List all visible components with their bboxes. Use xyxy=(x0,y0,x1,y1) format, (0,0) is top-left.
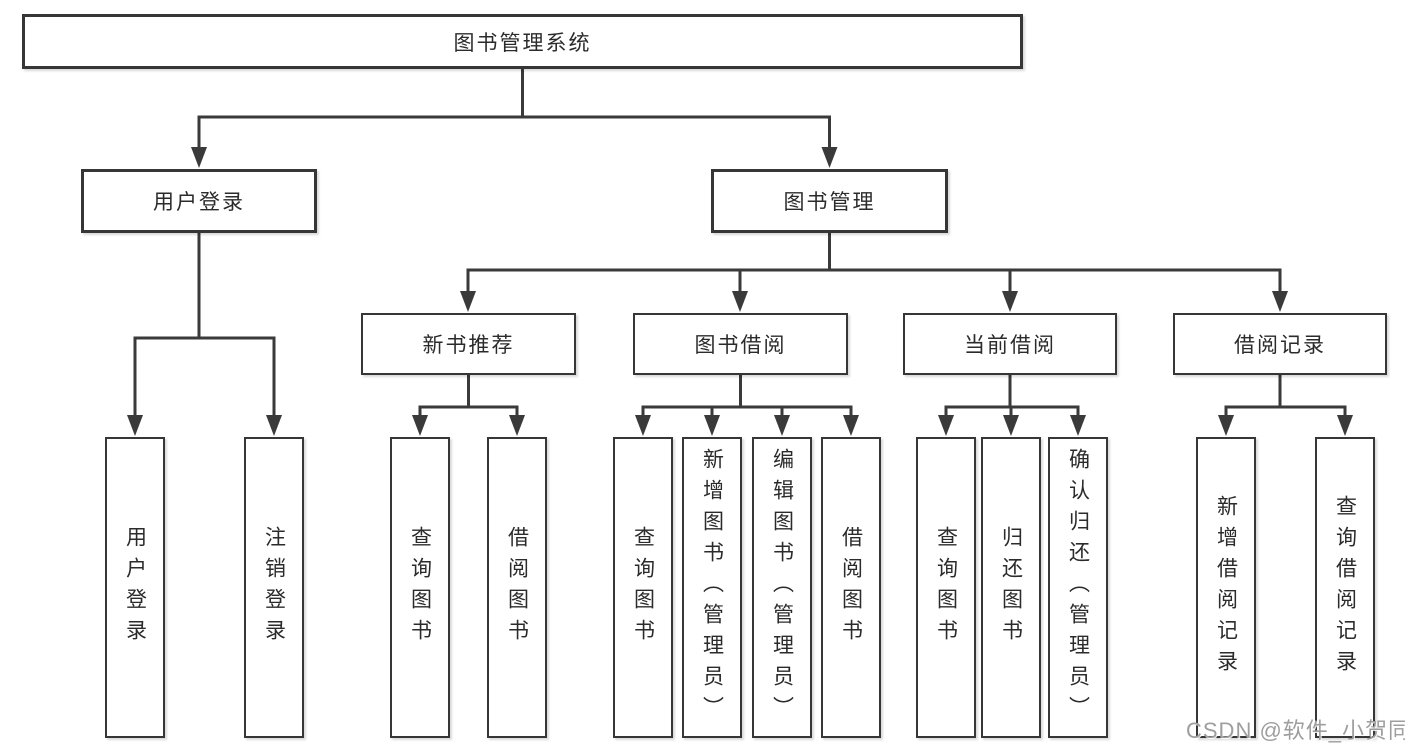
leaf-borrow-books-1: 借阅图书 xyxy=(487,437,547,738)
arrow-icon xyxy=(635,415,651,436)
arrow-icon xyxy=(704,415,720,436)
arrow-icon xyxy=(460,291,476,312)
arrow-icon xyxy=(1003,415,1019,436)
arrow-icon xyxy=(1002,291,1018,312)
leaf-borrow-books-1-label: 借阅图书 xyxy=(505,525,529,650)
wire-newbook-split xyxy=(418,375,519,422)
node-new-book-recommend: 新书推荐 xyxy=(361,313,576,375)
leaf-logout: 注销登录 xyxy=(244,437,304,738)
wire-userlogin-split xyxy=(133,336,276,421)
leaf-query-books-3-label: 查询图书 xyxy=(934,525,958,650)
leaf-add-book-admin-label: 新增图书（管理员） xyxy=(700,448,724,727)
leaf-query-borrow-record-label: 查询借阅记录 xyxy=(1333,494,1357,681)
node-root: 图书管理系统 xyxy=(22,14,1023,69)
node-current-borrow-label: 当前借阅 xyxy=(964,334,1056,357)
node-borrow-records: 借阅记录 xyxy=(1173,313,1387,375)
node-user-login-label: 用户登录 xyxy=(153,191,245,214)
node-book-borrow: 图书借阅 xyxy=(633,313,848,375)
wire-root-split xyxy=(197,115,831,152)
leaf-add-borrow-record-label: 新增借阅记录 xyxy=(1214,494,1238,681)
leaf-add-book-admin: 新增图书（管理员） xyxy=(682,437,742,738)
node-new-book-recommend-label: 新书推荐 xyxy=(422,334,515,357)
leaf-logout-label: 注销登录 xyxy=(262,525,286,650)
leaf-user-login: 用户登录 xyxy=(105,437,165,738)
leaf-edit-book-admin: 编辑图书（管理员） xyxy=(752,437,812,738)
wire-bookmgmt-split xyxy=(466,268,1282,297)
arrow-icon xyxy=(774,415,790,436)
arrow-icon xyxy=(509,415,525,436)
node-borrow-records-label: 借阅记录 xyxy=(1234,334,1326,357)
wire-records-split xyxy=(1224,375,1347,422)
leaf-confirm-return-admin: 确认归还（管理员） xyxy=(1048,437,1108,738)
arrow-icon xyxy=(938,415,954,436)
arrow-icon xyxy=(1272,291,1288,312)
leaf-add-borrow-record: 新增借阅记录 xyxy=(1196,437,1256,738)
arrow-icon xyxy=(127,415,143,436)
leaf-borrow-books-2: 借阅图书 xyxy=(821,437,881,738)
leaf-user-login-label: 用户登录 xyxy=(123,525,147,650)
node-book-management-label: 图书管理 xyxy=(783,191,876,214)
arrow-icon xyxy=(1218,415,1234,436)
arrow-icon xyxy=(266,415,282,436)
node-book-management: 图书管理 xyxy=(711,169,948,233)
leaf-query-borrow-record: 查询借阅记录 xyxy=(1315,437,1375,738)
leaf-borrow-books-2-label: 借阅图书 xyxy=(839,525,863,650)
leaf-query-books-1-label: 查询图书 xyxy=(408,525,432,650)
leaf-confirm-return-admin-label: 确认归还（管理员） xyxy=(1066,448,1090,727)
node-root-label: 图书管理系统 xyxy=(453,31,592,55)
arrow-icon xyxy=(1337,415,1353,436)
node-user-login: 用户登录 xyxy=(81,169,317,233)
arrow-icon xyxy=(1070,415,1086,436)
arrow-icon xyxy=(412,415,428,436)
wire-borrow-split xyxy=(641,375,853,422)
leaf-query-books-2: 查询图书 xyxy=(613,437,673,738)
leaf-edit-book-admin-label: 编辑图书（管理员） xyxy=(770,448,794,727)
arrow-icon xyxy=(843,415,859,436)
arrow-icon xyxy=(191,147,207,168)
leaf-return-book: 归还图书 xyxy=(981,437,1041,738)
wire-current-split xyxy=(944,375,1080,422)
node-current-borrow: 当前借阅 xyxy=(903,313,1117,375)
leaf-return-book-label: 归还图书 xyxy=(999,525,1023,650)
leaf-query-books-1: 查询图书 xyxy=(390,437,450,738)
leaf-query-books-3: 查询图书 xyxy=(916,437,976,738)
watermark-text: CSDN @软件_小贺同学 xyxy=(1186,718,1405,743)
arrow-icon xyxy=(732,291,748,312)
node-book-borrow-label: 图书借阅 xyxy=(694,334,787,357)
arrow-icon xyxy=(821,147,838,168)
leaf-query-books-2-label: 查询图书 xyxy=(631,525,655,650)
